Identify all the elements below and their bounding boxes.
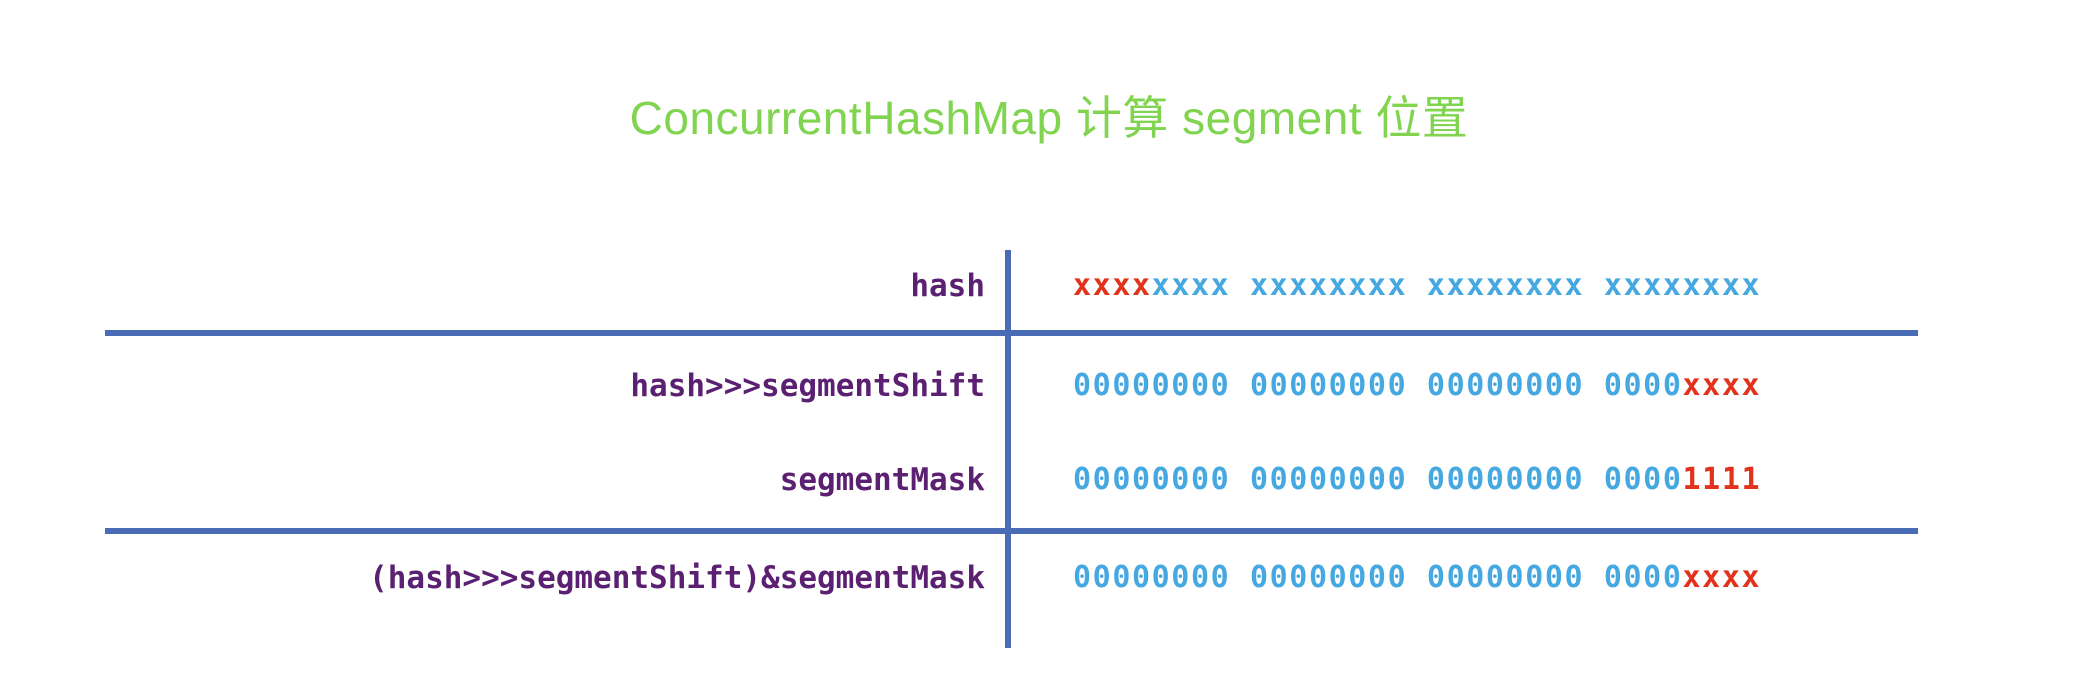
row-bits-result: 00000000 00000000 00000000 0000xxxx [1073, 550, 1761, 606]
bit-group-red: xxxx [1682, 368, 1762, 403]
row-label-hash: hash [910, 268, 985, 304]
row-label-segment-mask: segmentMask [779, 462, 985, 498]
bit-group-blue: 00000000 00000000 00000000 0000 [1073, 560, 1683, 595]
bit-group-blue: 00000000 00000000 00000000 0000 [1073, 368, 1683, 403]
row-bits-hash-shift: 00000000 00000000 00000000 0000xxxx [1073, 358, 1761, 414]
table-row: segmentMask 00000000 00000000 00000000 0… [0, 452, 2098, 508]
bit-group-red: xxxx [1682, 560, 1762, 595]
bit-group-blue: xxxx xxxxxxxx xxxxxxxx xxxxxxxx [1151, 268, 1762, 303]
table-vertical-divider [1005, 250, 1011, 648]
table-row: hash>>>segmentShift 00000000 00000000 00… [0, 358, 2098, 414]
table-horizontal-divider-2 [105, 528, 1918, 534]
row-label-hash-shift: hash>>>segmentShift [630, 368, 985, 404]
row-bits-hash: xxxxxxxx xxxxxxxx xxxxxxxx xxxxxxxx [1073, 258, 1761, 314]
bit-group-red: xxxx [1073, 268, 1152, 303]
row-bits-segment-mask: 00000000 00000000 00000000 00001111 [1073, 452, 1761, 508]
bit-group-blue: 00000000 00000000 00000000 0000 [1073, 462, 1683, 497]
table-horizontal-divider-1 [105, 330, 1918, 336]
row-label-result: (hash>>>segmentShift)&segmentMask [369, 560, 985, 596]
page-title: ConcurrentHashMap 计算 segment 位置 [629, 92, 1469, 144]
table-row: hash xxxxxxxx xxxxxxxx xxxxxxxx xxxxxxxx [0, 258, 2098, 314]
bit-group-red: 1111 [1682, 462, 1762, 497]
table-row: (hash>>>segmentShift)&segmentMask 000000… [0, 550, 2098, 606]
